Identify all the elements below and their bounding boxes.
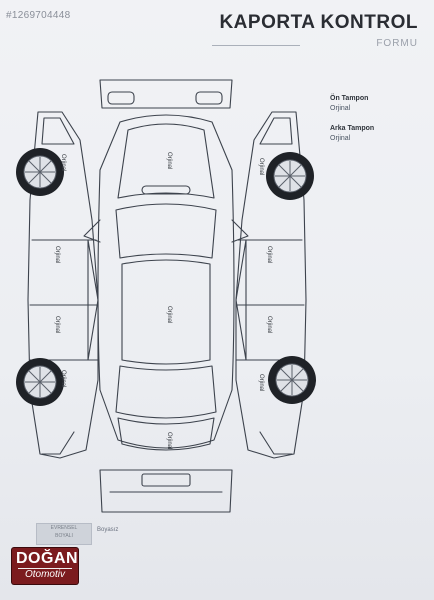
right-side-outline: [235, 111, 307, 459]
roof-label: Orjinal: [166, 306, 172, 323]
logo-brand: DOĞAN: [16, 550, 79, 567]
car-body-diagram: Orjinal Orjinal Orjinal Orjinal Orjinal …: [16, 79, 316, 513]
logo-sub: Otomotiv: [18, 568, 72, 580]
unpainted-note: Boyasız: [97, 527, 119, 533]
rear-bumper-outline: [99, 469, 233, 513]
left-rear-door-label: Orjinal: [54, 316, 60, 333]
left-rear-fender-label: Orjinal: [60, 370, 66, 387]
rear-bumper-label: Arka Tampon: [330, 125, 375, 132]
dealer-logo: DOĞAN Otomotiv: [12, 548, 78, 584]
front-bumper-value: Orjinal: [330, 105, 351, 112]
left-front-wheel-icon: [16, 148, 64, 196]
left-front-door-label: Orjinal: [54, 246, 60, 263]
rear-bumper-legend: Arka Tampon Orjinal: [330, 124, 374, 144]
left-side-outline: [27, 111, 99, 459]
hood-outline: [117, 123, 215, 199]
roof-outline: [121, 259, 211, 365]
front-right-headlight: [195, 91, 223, 105]
front-bumper-label: Ön Tampon: [330, 95, 369, 102]
front-bumper-legend: Ön Tampon Orjinal: [330, 94, 368, 114]
right-front-wheel-icon: [266, 152, 314, 200]
page-subtitle: FORMU: [376, 38, 418, 49]
rear-window-outline: [115, 365, 217, 419]
windshield-outline: [115, 203, 217, 259]
right-rear-door-label: Orjinal: [266, 316, 272, 333]
trunk-label: Orjinal: [166, 432, 172, 449]
right-front-fender-label: Orjinal: [258, 158, 264, 175]
right-front-door-label: Orjinal: [266, 246, 272, 263]
page-title: KAPORTA KONTROL: [219, 12, 418, 33]
front-bumper-outline: [99, 79, 233, 109]
car-body-outline: [97, 114, 235, 449]
paint-status-stamp: EVRENSEL BOYALI: [36, 523, 92, 545]
right-rear-wheel-icon: [268, 356, 316, 404]
title-divider: [212, 45, 300, 46]
listing-id: #1269704448: [6, 10, 71, 21]
hood-label: Orjinal: [166, 152, 172, 169]
front-left-headlight: [107, 91, 135, 105]
rear-bumper-value: Orjinal: [330, 135, 351, 142]
left-front-fender-label: Orjinal: [60, 154, 66, 171]
left-rear-wheel-icon: [16, 358, 64, 406]
right-rear-fender-label: Orjinal: [258, 374, 264, 391]
